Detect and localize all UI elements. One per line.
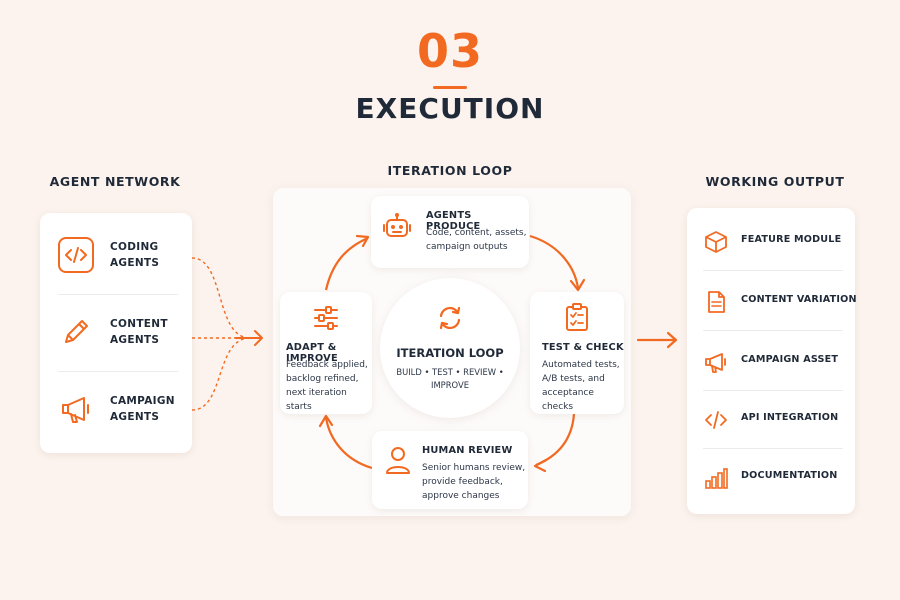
bar-chart-icon xyxy=(703,465,729,491)
agent-network-card: CODING AGENTS CONTENT AGENTS CAMPAIGN AG… xyxy=(40,213,192,453)
step-number: 03 xyxy=(416,24,483,78)
agent-label-line1: CODING xyxy=(110,241,159,253)
step-desc-line: acceptance checks xyxy=(542,388,594,412)
step-desc-line: campaign outputs xyxy=(426,242,508,252)
working-output-title: WORKING OUTPUT xyxy=(705,174,845,189)
title-underline xyxy=(433,86,467,89)
step-desc-line: next iteration starts xyxy=(286,388,347,412)
agent-label-line1: CONTENT xyxy=(110,318,168,330)
step-agents-produce[interactable]: AGENTS PRODUCE Code, content, assets, ca… xyxy=(371,196,529,268)
output-label: CAMPAIGN ASSET xyxy=(741,354,839,365)
center-subtitle-line: BUILD • TEST • REVIEW • xyxy=(396,367,504,377)
code-icon xyxy=(703,407,729,433)
step-title: HUMAN REVIEW xyxy=(422,445,513,456)
agent-item-campaign[interactable]: CAMPAIGN AGENTS xyxy=(40,372,192,448)
output-label: FEATURE MODULE xyxy=(741,234,842,245)
step-desc-line: Senior humans review, xyxy=(422,463,526,473)
user-icon xyxy=(384,445,412,475)
center-loop-circle: ITERATION LOOP BUILD • TEST • REVIEW • I… xyxy=(380,278,520,418)
output-item-feature-module[interactable]: FEATURE MODULE xyxy=(687,212,855,270)
output-item-content-variation[interactable]: CONTENT VARIATION xyxy=(687,272,857,330)
code-icon xyxy=(58,237,94,273)
agent-network-title: AGENT NETWORK xyxy=(49,174,181,189)
agent-item-coding[interactable]: CODING AGENTS xyxy=(40,218,192,294)
iteration-loop-title: ITERATION LOOP xyxy=(387,163,513,178)
agent-item-content[interactable]: CONTENT AGENTS xyxy=(40,295,192,371)
output-item-api-integration[interactable]: API INTEGRATION xyxy=(687,390,855,448)
clipboard-check-icon xyxy=(564,302,590,332)
output-item-campaign-asset[interactable]: CAMPAIGN ASSET xyxy=(687,332,855,390)
document-icon xyxy=(703,289,729,315)
row-divider xyxy=(703,270,843,271)
refresh-icon xyxy=(434,302,466,334)
megaphone-icon xyxy=(58,391,94,427)
row-divider xyxy=(58,294,178,295)
output-label: API INTEGRATION xyxy=(741,412,839,423)
center-subtitle-line: IMPROVE xyxy=(430,380,470,390)
pencil-icon xyxy=(58,314,94,350)
step-desc-line: provide feedback, xyxy=(422,477,503,487)
output-label: DOCUMENTATION xyxy=(741,470,838,481)
agent-label-line1: CAMPAIGN xyxy=(110,395,175,407)
page-title: EXECUTION xyxy=(355,92,545,125)
agent-label-line2: AGENTS xyxy=(110,334,160,346)
step-title: AGENTS PRODUCE xyxy=(426,210,481,232)
working-output-card: FEATURE MODULE CONTENT VARIATION CAMPAIG… xyxy=(687,208,857,514)
row-divider xyxy=(58,371,178,372)
step-desc-line: Feedback applied, xyxy=(286,360,368,370)
row-divider xyxy=(703,330,843,331)
step-title: ADAPT & IMPROVE xyxy=(286,342,338,364)
cube-icon xyxy=(703,229,729,255)
step-desc-line: A/B tests, and xyxy=(542,374,605,384)
row-divider xyxy=(703,448,843,449)
output-label: CONTENT VARIATION xyxy=(741,294,857,305)
step-human-review[interactable]: HUMAN REVIEW Senior humans review, provi… xyxy=(372,431,528,509)
center-title: ITERATION LOOP xyxy=(396,346,504,360)
robot-icon xyxy=(381,212,413,244)
step-desc-line: backlog refined, xyxy=(286,374,359,384)
megaphone-icon xyxy=(703,349,729,375)
agent-label-line2: AGENTS xyxy=(110,257,160,269)
step-title: TEST & CHECK xyxy=(542,342,624,353)
row-divider xyxy=(703,390,843,391)
step-desc-line: approve changes xyxy=(422,491,500,501)
step-test-check[interactable]: TEST & CHECK Automated tests, A/B tests,… xyxy=(530,292,624,414)
step-desc-line: Automated tests, xyxy=(542,360,620,370)
step-adapt-improve[interactable]: ADAPT & IMPROVE Feedback applied, backlo… xyxy=(280,292,372,414)
agent-label-line2: AGENTS xyxy=(110,411,160,423)
output-item-documentation[interactable]: DOCUMENTATION xyxy=(687,448,855,506)
sliders-icon xyxy=(312,304,340,332)
step-desc-line: Code, content, assets, xyxy=(426,228,527,238)
